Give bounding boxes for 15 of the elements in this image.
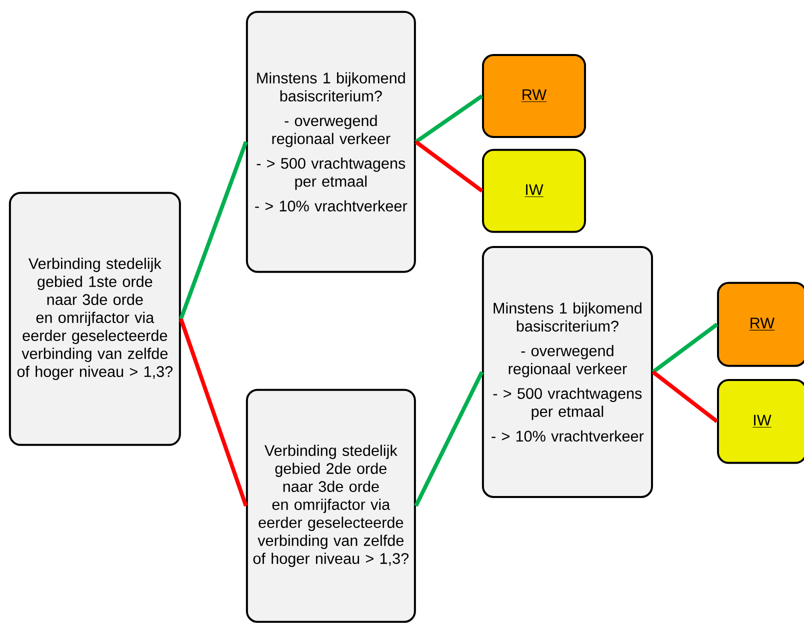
question-box: Verbinding stedelijk gebied 1ste orde naar 3de orde en omrijfactor via eerder geselecteerde verbinding van zelfde of hoger niveau > 1,3? [8, 192, 181, 446]
result-box: RW [482, 54, 586, 138]
connector-line [414, 371, 484, 507]
result-box: IW [482, 148, 586, 233]
result-box: RW [717, 282, 804, 367]
criteria-box: Minstens 1 bijkomend basiscriterium? - overwegend regionaal verkeer - > 500 vrachtwagens per etmaal - > 10% vrachtverkeer [482, 246, 653, 498]
connector-line [652, 322, 718, 374]
connector-line [179, 318, 248, 507]
criteria-box: Minstens 1 bijkomend basiscriterium? - overwegend regionaal verkeer - > 500 vrachtwagens per etmaal - > 10% vrachtverkeer [246, 10, 416, 273]
connector-line [414, 140, 484, 193]
question-box: Verbinding stedelijk gebied 2de orde naar 3de orde en omrijfactor via eerder geselecteerde verbinding van zelfde of hoger niveau > 1,3? [246, 388, 416, 623]
result-box: IW [717, 379, 804, 464]
connector-line [179, 141, 248, 320]
connector-line [652, 370, 718, 424]
connector-line [414, 94, 484, 144]
